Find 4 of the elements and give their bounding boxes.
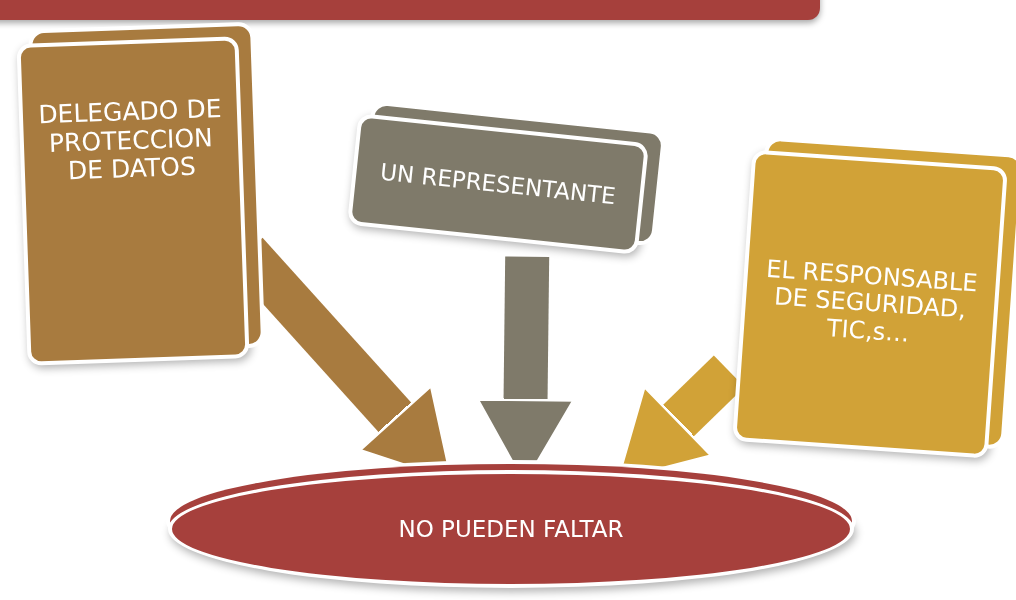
node-label: DELEGADO DE PROTECCION DE DATOS (36, 94, 223, 188)
node-label: UN REPRESENTANTE (379, 158, 617, 210)
node-label: NO PUEDEN FALTAR (398, 515, 624, 543)
node-label: EL RESPONSABLE DE SEGURIDAD, TIC,s… (764, 254, 980, 350)
